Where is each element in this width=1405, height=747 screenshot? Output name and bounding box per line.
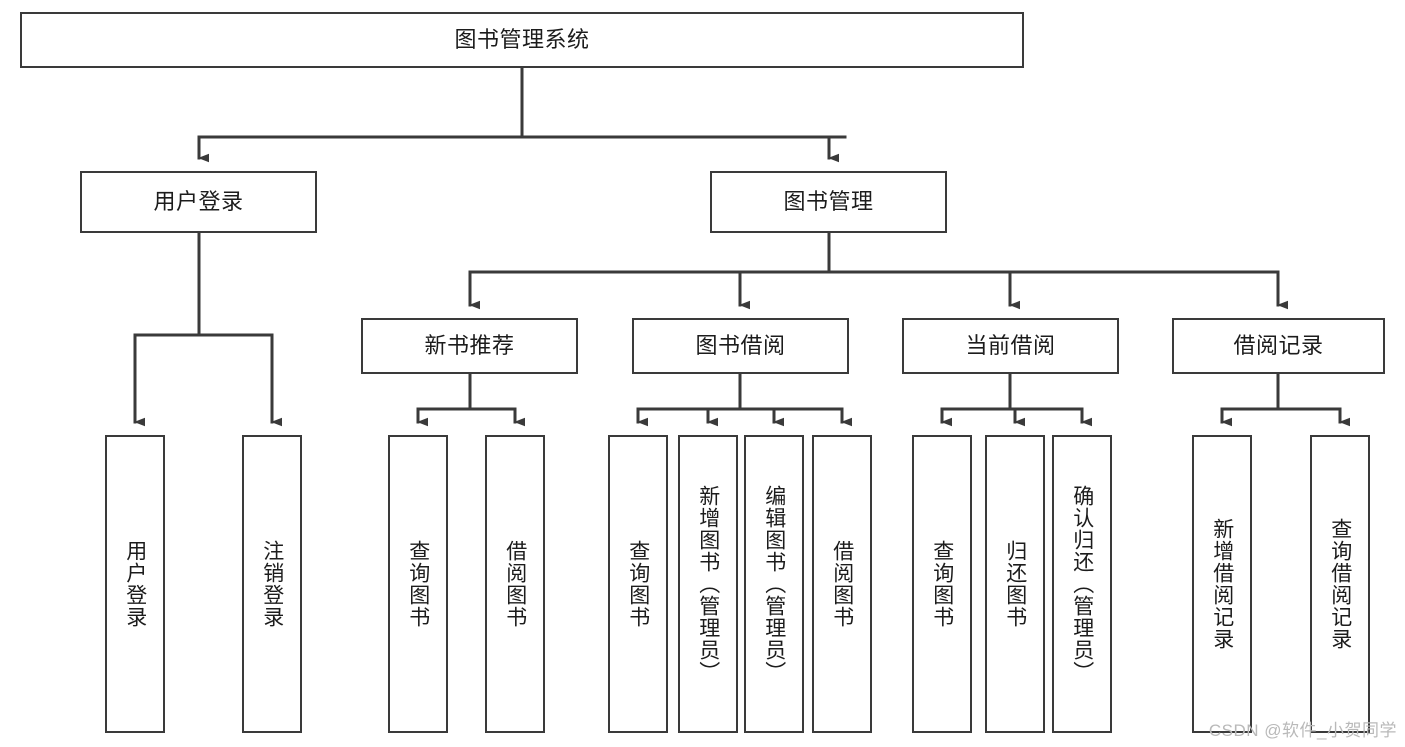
node-label-book-borrow: 图书借阅 [695, 332, 786, 358]
node-label-root: 图书管理系统 [454, 26, 590, 52]
node-book-management[interactable]: 图书管理 [710, 171, 947, 233]
node-label-user-login: 用户登录 [153, 188, 244, 214]
node-borrow-record[interactable]: 借阅记录 [1172, 318, 1385, 374]
edge-group-user-login [133, 231, 282, 427]
leaf-label-add-borrow-record: 新增借阅记录 [1210, 518, 1234, 650]
node-label-new-book-recommend: 新书推荐 [424, 332, 515, 358]
leaf-query-book-borrow[interactable]: 查询图书 [608, 435, 668, 733]
leaf-label-query-book-current: 查询图书 [930, 540, 954, 628]
leaf-label-confirm-return-admin: 确认归还（管理员） [1070, 485, 1094, 683]
leaf-label-query-book-borrow: 查询图书 [626, 540, 650, 628]
leaf-label-query-book-recommend: 查询图书 [406, 540, 430, 628]
leaf-label-user-login: 用户登录 [123, 540, 147, 628]
leaf-add-borrow-record[interactable]: 新增借阅记录 [1192, 435, 1252, 733]
leaf-query-borrow-record[interactable]: 查询借阅记录 [1310, 435, 1370, 733]
leaf-borrow-book-recommend[interactable]: 借阅图书 [485, 435, 545, 733]
leaf-label-edit-book-admin: 编辑图书（管理员） [762, 485, 786, 683]
node-new-book-recommend[interactable]: 新书推荐 [361, 318, 578, 374]
node-book-borrow[interactable]: 图书借阅 [632, 318, 849, 374]
leaf-label-return-book: 归还图书 [1003, 540, 1027, 628]
edge-group-book-manage [468, 231, 1288, 310]
leaf-confirm-return-admin[interactable]: 确认归还（管理员） [1052, 435, 1112, 733]
edge-group-new-book [416, 372, 525, 427]
leaf-query-book-recommend[interactable]: 查询图书 [388, 435, 448, 733]
node-root-system[interactable]: 图书管理系统 [20, 12, 1024, 68]
leaf-label-borrow-book-recommend: 借阅图书 [503, 540, 527, 628]
node-label-book-management: 图书管理 [783, 188, 874, 214]
node-current-borrow[interactable]: 当前借阅 [902, 318, 1119, 374]
leaf-return-book[interactable]: 归还图书 [985, 435, 1045, 733]
edge-group-borrow-record [1220, 372, 1350, 427]
leaf-add-book-admin[interactable]: 新增图书（管理员） [678, 435, 738, 733]
edge-group-borrow [636, 372, 852, 427]
node-user-login[interactable]: 用户登录 [80, 171, 317, 233]
leaf-label-logout: 注销登录 [260, 540, 284, 628]
edge-group-root [197, 66, 847, 163]
leaf-label-borrow-book: 借阅图书 [830, 540, 854, 628]
leaf-edit-book-admin[interactable]: 编辑图书（管理员） [744, 435, 804, 733]
node-label-current-borrow: 当前借阅 [965, 332, 1056, 358]
leaf-borrow-book[interactable]: 借阅图书 [812, 435, 872, 733]
leaf-query-book-current[interactable]: 查询图书 [912, 435, 972, 733]
leaf-label-query-borrow-record: 查询借阅记录 [1328, 518, 1352, 650]
node-label-borrow-record: 借阅记录 [1233, 332, 1324, 358]
leaf-logout[interactable]: 注销登录 [242, 435, 302, 733]
leaf-label-add-book-admin: 新增图书（管理员） [696, 485, 720, 683]
edge-group-current-borrow [940, 372, 1092, 427]
leaf-user-login[interactable]: 用户登录 [105, 435, 165, 733]
